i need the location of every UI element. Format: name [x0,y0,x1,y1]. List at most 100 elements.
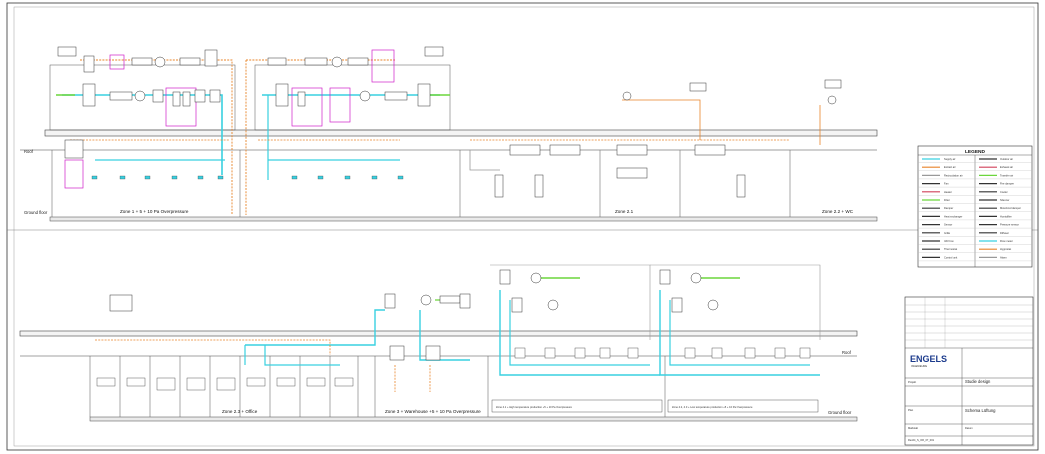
room-tag [246,377,266,387]
legend-item-label: Fan [944,182,949,186]
vav-icon [711,347,723,359]
filter-icon [275,83,289,107]
silencer-icon [347,57,369,66]
ground-label-top: Ground floor [24,210,48,215]
silencer-icon [384,91,408,101]
diffuser-icon [171,175,178,180]
legend-item-label: Grille [944,231,951,235]
drawing-label: Plan [908,408,914,412]
vav-icon [544,347,556,359]
vav-icon [514,347,526,359]
fan-icon [331,56,343,68]
legend-title: LEGEND [965,149,986,155]
diffuser-icon [291,175,298,180]
control-unit-icon [494,174,504,198]
sensor-icon [824,79,842,89]
supply-duct [499,290,660,376]
filter-icon [194,89,206,103]
return-duct [650,264,821,340]
legend-item-label: Cooler [1000,190,1008,194]
zone-label: Zone 1 + 5 + 10 Pa Overpressure [120,209,189,214]
ground-slab-bottom [89,416,858,422]
diffuser-icon [344,175,351,180]
diffuser-icon [144,175,151,180]
legend-item-label: Sensor [944,223,952,227]
fan-coil-icon [616,167,648,179]
roof-unit-icon [64,139,84,159]
return-duct [469,150,500,171]
sensor-icon [689,82,707,92]
zone-label: Zone 2.1 [615,209,634,214]
vav-boxes [514,347,811,359]
legend-item-label: Control unit [944,255,958,259]
supply-duct [669,300,810,366]
room-tag [306,377,326,387]
legend-item-label: Exhaust air [1000,165,1013,169]
fan-coil-icon [694,144,726,156]
fan-icon [827,95,837,105]
legend-item-label: Hygrostat [1000,247,1011,251]
filter-icon [82,83,96,107]
sensor-icon [424,46,444,57]
inner-frame [13,6,1035,447]
roof-label-bottom: Roof [842,350,852,355]
legend-item-label: Pressure sensor [1000,223,1019,227]
diffuser-icon [397,175,404,180]
room-tag [334,377,354,387]
fan-icon [420,294,432,306]
office-rooms [89,356,666,417]
legend-item-label: Flow meter [1000,239,1013,243]
zone-label: Zone 4.1 + High temperature production +… [496,405,572,409]
room-tag [276,377,296,387]
project-label: Projekt [908,380,916,384]
vav-icon [627,347,639,359]
drawing-number: Rev04_S_OR_07_001 [908,438,935,442]
diffusers-top [91,175,404,180]
silencer-icon [439,295,461,304]
ahu-2-components [267,46,444,127]
ahu-bottom-components [109,269,719,361]
fan-icon [134,90,146,102]
top-diagram: Roof Ground floor [20,46,878,222]
zone-label: Zone 2.2 + WC [822,209,854,214]
legend-item-label: Recirculation air [944,173,963,177]
vav-icon [574,347,586,359]
room-tag [186,377,206,391]
damper-icon [209,89,221,103]
drawing-name: Schema Lüftung [965,408,996,413]
fan-icon [547,299,559,311]
vav-icon [799,347,811,359]
filter-icon [511,297,523,313]
vav-icon [744,347,756,359]
room-name-tags [96,377,354,391]
diffuser-icon [91,175,98,180]
filter-icon [384,293,396,309]
legend-item-label: Supply air [944,157,956,161]
fan-icon [109,294,133,312]
zone-label: Zone 3 + Warehouse +5 + 10 Pa Overpressu… [385,409,481,414]
scale-label: Maßstab [908,426,919,430]
roof-slab-top [44,129,878,137]
fan-icon [707,299,719,311]
legend-item-label: Filter [944,198,950,202]
fan-icon [530,272,542,284]
title-block-frame [904,296,1034,446]
company-logo: ENGELS [910,354,947,364]
zone-2-units [494,79,842,198]
diffuser-icon [119,175,126,180]
supply-duct [245,309,385,346]
filter-icon [499,269,511,285]
fan-icon [425,345,441,361]
heater-icon [297,91,306,107]
cooler-icon [182,91,191,107]
project-name: Studie design [965,379,991,384]
supply-duct [659,290,820,376]
legend-item-label: Humidifier [1000,214,1012,218]
silencer-icon [109,91,133,101]
silencer-icon [304,57,328,66]
fan-icon [622,91,632,101]
fan-coil-icon [509,144,541,156]
control-unit-icon [534,174,544,198]
